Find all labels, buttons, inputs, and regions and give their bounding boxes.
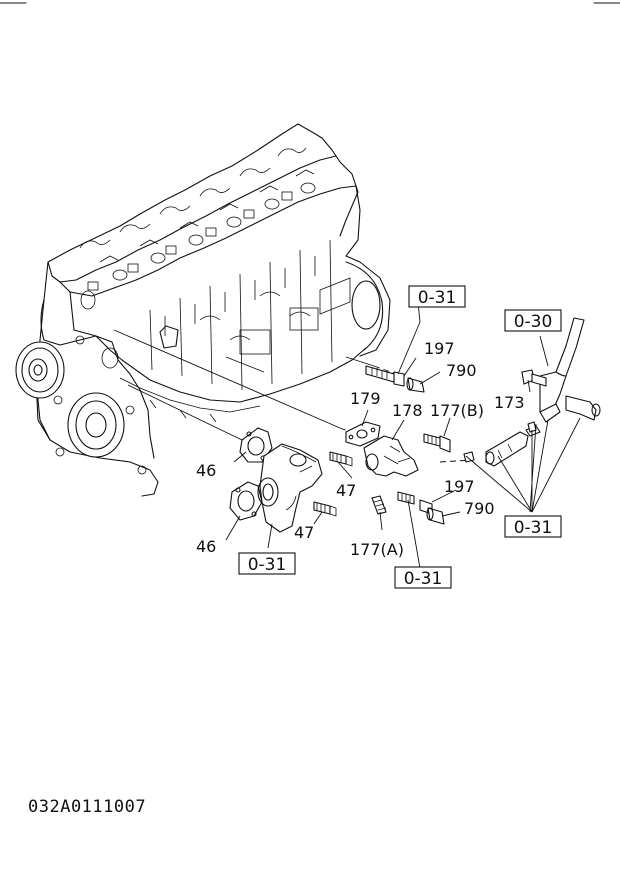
reference-box-hose-label: 0-30 — [514, 312, 553, 332]
nut-lower-part-790 — [426, 507, 445, 525]
bolt-lower-part-47 — [313, 501, 337, 517]
gasket-part-179 — [345, 421, 381, 447]
reference-box-hose[interactable]: 0-30 — [504, 309, 562, 332]
bolt-upper-part-47 — [329, 451, 353, 467]
gasket-lower-part-46 — [229, 481, 263, 521]
stud-upper-part-197 — [365, 365, 405, 387]
water-outlet-part-178 — [363, 435, 419, 477]
water-pump-boss — [67, 392, 125, 458]
callout-177a[interactable]: 177(A) — [350, 540, 404, 559]
reference-box-right-label: 0-31 — [514, 518, 553, 538]
reference-box-center-bottom[interactable]: 0-31 — [394, 566, 452, 589]
reference-box-left-bottom[interactable]: 0-31 — [238, 552, 296, 575]
reference-box-top-label: 0-31 — [418, 288, 457, 308]
callout-46-upper[interactable]: 46 — [196, 461, 216, 480]
callout-173[interactable]: 173 — [494, 393, 525, 412]
reference-box-left-bottom-label: 0-31 — [248, 555, 287, 575]
reference-box-top[interactable]: 0-31 — [408, 285, 466, 308]
bolt-part-177a — [371, 495, 387, 515]
callout-790-upper[interactable]: 790 — [446, 361, 477, 380]
callout-179[interactable]: 179 — [350, 389, 381, 408]
front-fittings — [53, 290, 147, 475]
engine-block-illustration — [15, 123, 391, 497]
diagram-code: 032A0111007 — [28, 797, 147, 817]
crankshaft-pulley — [15, 341, 65, 399]
bolt-part-177b — [423, 433, 451, 453]
callout-197-upper[interactable]: 197 — [424, 339, 455, 358]
gasket-upper-part-46 — [239, 427, 273, 463]
assembly-guide-lines — [113, 329, 473, 463]
callout-790-lower[interactable]: 790 — [464, 499, 495, 518]
leader-lines — [225, 301, 581, 569]
callout-177b[interactable]: 177(B) — [430, 401, 484, 420]
water-pipe — [539, 317, 601, 423]
callout-178[interactable]: 178 — [392, 401, 423, 420]
callout-46-lower[interactable]: 46 — [196, 537, 216, 556]
callout-47-lower[interactable]: 47 — [294, 523, 314, 542]
stud-lower-part-197 — [397, 491, 433, 515]
thermostat-housing — [257, 443, 323, 533]
callout-47-upper[interactable]: 47 — [336, 481, 356, 500]
callout-197-lower[interactable]: 197 — [444, 477, 475, 496]
bolt-part-173 — [521, 369, 547, 387]
nut-upper-part-790 — [406, 377, 425, 393]
reference-box-center-bottom-label: 0-31 — [404, 569, 443, 589]
reference-box-right[interactable]: 0-31 — [504, 515, 562, 538]
